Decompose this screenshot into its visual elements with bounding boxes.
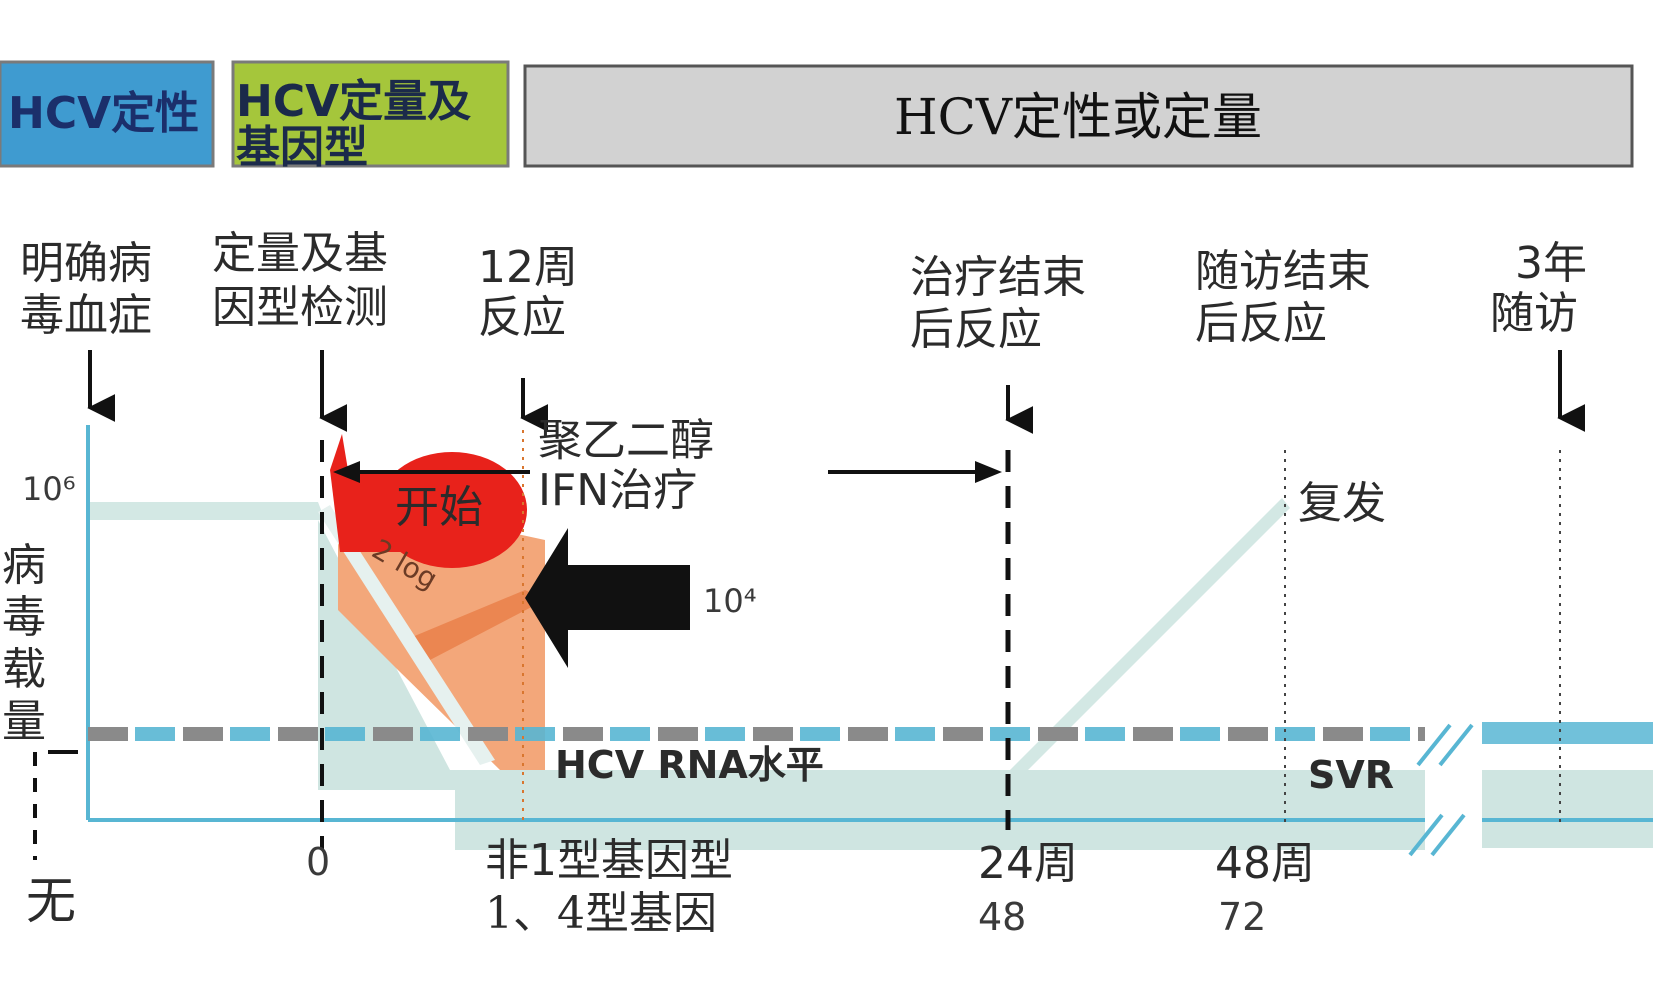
milestone-genotype-line1: 定量及基 bbox=[212, 228, 388, 279]
milestone-3yr-line2: 随访 bbox=[1490, 288, 1578, 339]
treatment-label-line1: 聚乙二醇 bbox=[538, 415, 714, 466]
start-label: 开始 bbox=[395, 482, 483, 533]
milestone-eot-line1: 治疗结束 bbox=[910, 252, 1086, 303]
treatment-span-arrows bbox=[333, 461, 1002, 483]
milestone-genotype-test: 定量及基 因型检测 bbox=[212, 228, 388, 432]
y-tick-none: 无 bbox=[26, 872, 76, 930]
svr-label: SVR bbox=[1308, 753, 1394, 797]
x-row1-label: 非1型基因型 bbox=[485, 835, 733, 886]
y-tick-top: 10⁶ bbox=[22, 470, 76, 508]
header-box-qualitative-or-quantitative: HCV定性或定量 bbox=[523, 64, 1634, 168]
x-tick-week24: 24周 bbox=[978, 838, 1078, 889]
y-axis-char: 病 bbox=[2, 540, 46, 591]
arrow-left-icon bbox=[333, 461, 360, 483]
x-row2-label: 1、4型基因 bbox=[485, 888, 717, 939]
header-box-qualitative: HCV定性 bbox=[0, 60, 215, 168]
milestone-eof-line2: 后反应 bbox=[1195, 298, 1327, 349]
milestone-end-of-followup: 随访结束 后反应 bbox=[1195, 246, 1371, 349]
big-arrow-left-icon bbox=[525, 528, 690, 668]
relapse-label: 复发 bbox=[1298, 478, 1386, 529]
x-tick-week48-row2: 48 bbox=[978, 895, 1026, 939]
arrow-right-icon bbox=[975, 461, 1002, 483]
milestone-week12-line2: 反应 bbox=[478, 292, 566, 343]
treatment-label-line2: IFN治疗 bbox=[538, 465, 697, 516]
milestone-genotype-line2: 因型检测 bbox=[212, 282, 388, 333]
viral-load-bands bbox=[90, 498, 1653, 850]
x-tick-week48: 48周 bbox=[1215, 838, 1315, 889]
header-box1-text: HCV定性 bbox=[8, 88, 199, 139]
milestone-end-of-treatment: 治疗结束 后反应 bbox=[910, 252, 1086, 434]
axes bbox=[33, 425, 1653, 860]
milestone-viremia-line1: 明确病 bbox=[20, 238, 152, 289]
hcv-rna-level-label: HCV RNA水平 bbox=[555, 743, 824, 787]
y-axis-char: 量 bbox=[2, 696, 46, 747]
header-box2-text-line1: HCV定量及 bbox=[236, 76, 471, 127]
milestone-eot-line2: 后反应 bbox=[910, 304, 1042, 355]
milestone-viremia-line2: 毒血症 bbox=[20, 290, 152, 341]
milestone-3yr-line1: 3年 bbox=[1515, 238, 1587, 289]
y-axis-title: 病 毒 载 量 bbox=[2, 540, 46, 747]
milestone-3-year-followup: 3年 随访 bbox=[1490, 238, 1587, 432]
x-tick-week72: 72 bbox=[1218, 895, 1266, 939]
milestone-week12: 12周 反应 bbox=[478, 242, 578, 432]
header-box-quantitative-genotype: HCV定量及 基因型 bbox=[231, 60, 510, 173]
x-tick-week0: 0 bbox=[306, 840, 330, 884]
start-blob bbox=[330, 434, 527, 568]
milestone-viremia: 明确病 毒血症 bbox=[20, 238, 152, 422]
response-wedge bbox=[318, 495, 545, 770]
header-box3-text: HCV定性或定量 bbox=[894, 88, 1262, 146]
milestone-eof-line1: 随访结束 bbox=[1195, 246, 1371, 297]
y-axis-char: 毒 bbox=[2, 592, 46, 643]
header-box2-text-line2: 基因型 bbox=[236, 122, 368, 173]
value-104-label: 10⁴ bbox=[703, 582, 757, 620]
milestone-week12-line1: 12周 bbox=[478, 242, 578, 293]
y-axis-char: 载 bbox=[2, 644, 46, 695]
